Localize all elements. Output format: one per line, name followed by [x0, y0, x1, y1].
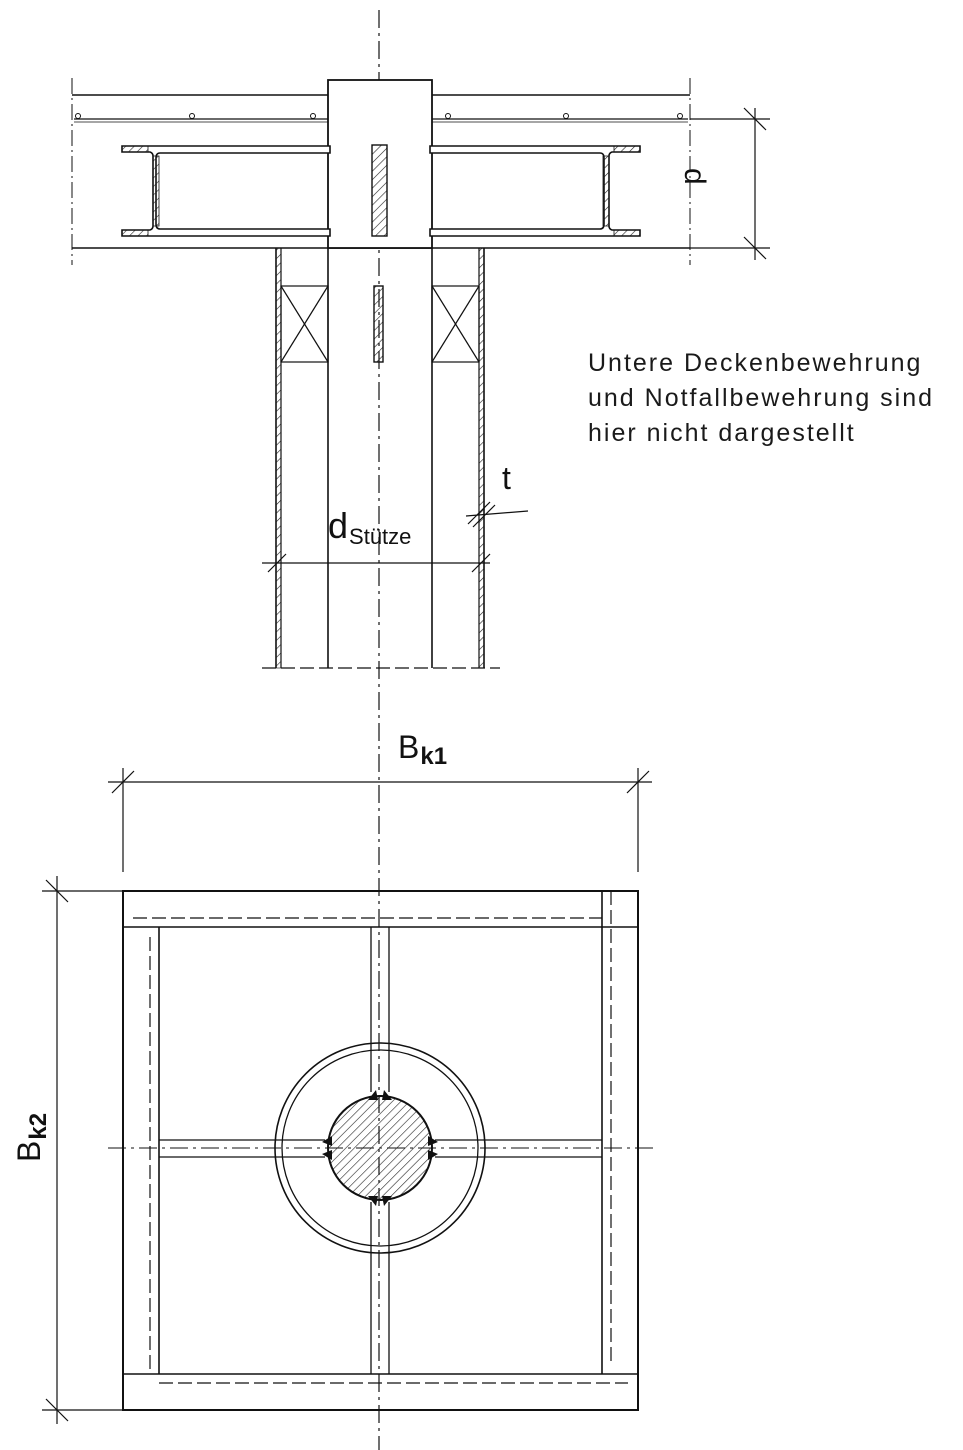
- solid-column-section: [327, 1095, 433, 1201]
- note-line-2: und Notfallbewehrung sind: [588, 384, 935, 412]
- filler-block-left: [280, 285, 329, 363]
- dimension-bk1: [108, 768, 652, 872]
- dimension-t: [465, 501, 529, 528]
- plan-view: [42, 768, 655, 1424]
- drawing-note: Untere Deckenbewehrung und Notfallbewehr…: [588, 346, 960, 451]
- label-d: d: [678, 168, 711, 185]
- left-i-beam: [121, 145, 331, 237]
- right-i-beam: [429, 145, 641, 237]
- anchor-plate-lower: [373, 285, 384, 363]
- tube-wall-right: [478, 247, 485, 669]
- label-d-column: dStütze: [328, 505, 412, 549]
- anchor-plate-upper: [371, 144, 388, 237]
- dimension-bk2: [42, 876, 123, 1424]
- rebar-dots: [75, 113, 683, 119]
- cross-ribs: [159, 927, 602, 1374]
- note-line-1: Untere Deckenbewehrung: [588, 349, 923, 377]
- tube-inner-ring: [281, 1049, 479, 1247]
- dimension-d-column: [262, 553, 491, 573]
- section-view: [71, 10, 770, 1450]
- dimension-d: [690, 107, 770, 260]
- tube-outer-ring: [274, 1042, 486, 1254]
- note-line-3: hier nicht dargestellt: [588, 419, 856, 447]
- label-bk2: Bk2: [11, 1112, 52, 1162]
- tube-wall-left: [275, 247, 282, 669]
- label-bk1: Bk1: [398, 729, 448, 770]
- weld-marks: [322, 1090, 438, 1206]
- filler-block-right: [431, 285, 480, 363]
- head-outer-frame: [122, 890, 639, 1411]
- label-t: t: [502, 460, 511, 496]
